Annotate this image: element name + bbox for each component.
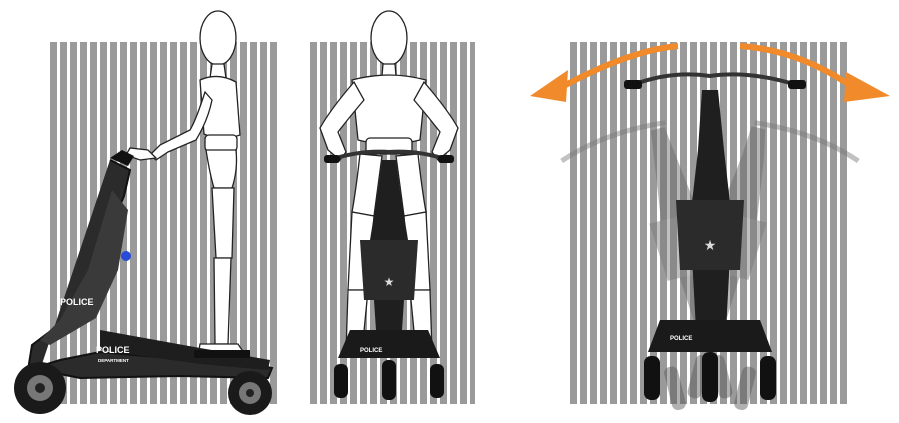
side-view-illustration: POLICE POLICE DEPARTMENT: [0, 0, 300, 423]
decal-department-label: DEPARTMENT: [98, 358, 129, 363]
lean-view-illustration: ★ POLICE: [520, 0, 899, 423]
svg-text:★: ★: [704, 237, 717, 253]
lean-view-panel: ★ POLICE: [520, 0, 899, 423]
mannequin-side: [126, 11, 246, 356]
scooter-front: ★ POLICE: [324, 152, 454, 400]
side-view-panel: POLICE POLICE DEPARTMENT: [0, 0, 300, 423]
decal-police-label-body: POLICE: [96, 345, 130, 355]
svg-text:★: ★: [384, 275, 395, 289]
front-decal-police-label: POLICE: [360, 348, 382, 354]
front-view-illustration: ★ POLICE: [290, 0, 490, 423]
decal-police-label: POLICE: [60, 297, 94, 307]
lean-decal-police-label: POLICE: [670, 336, 692, 342]
front-view-panel: ★ POLICE: [290, 0, 490, 423]
